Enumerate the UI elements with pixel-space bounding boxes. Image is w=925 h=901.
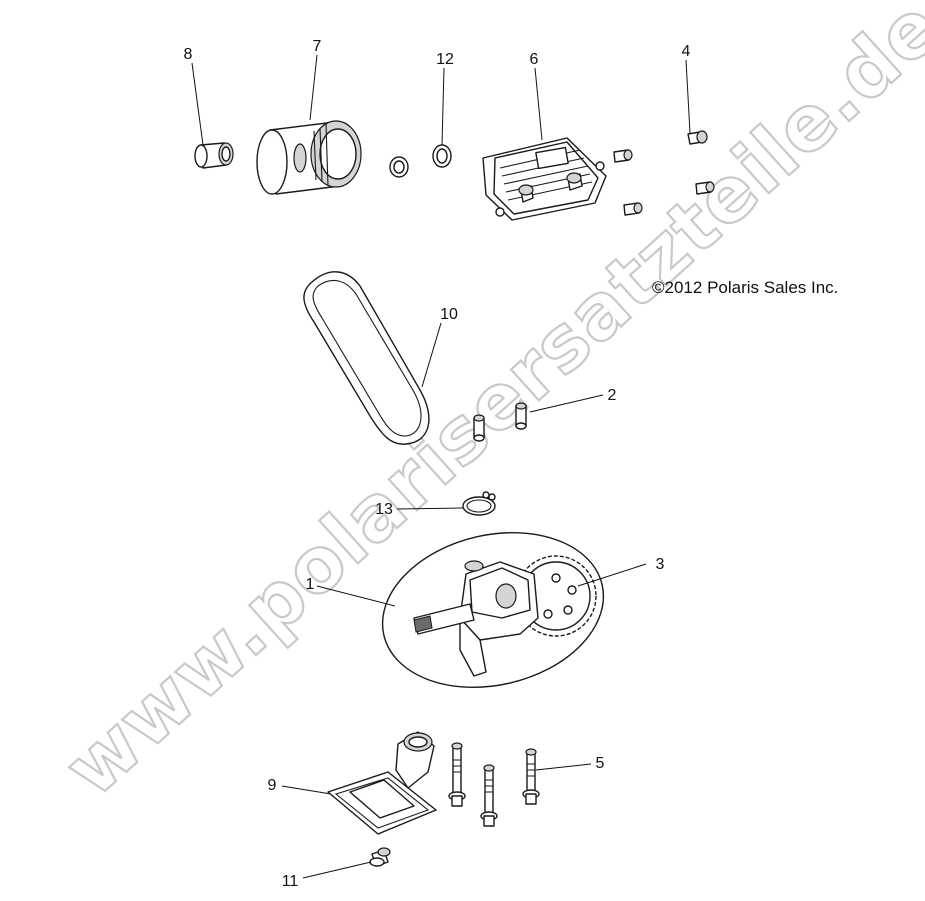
cooler-fitting-right [566, 172, 583, 191]
screw-c [695, 181, 715, 195]
callout-labels: 8 7 12 6 4 10 2 13 3 1 5 9 11 [184, 38, 691, 890]
screw-a [613, 149, 633, 163]
dowel-pin-right [515, 402, 527, 430]
callout-3: 3 [656, 556, 665, 573]
callout-10: 10 [440, 306, 458, 323]
flange-bolt-c [522, 748, 540, 805]
dowel-pin-left [473, 414, 485, 442]
flange-bolt-b [480, 764, 498, 827]
callout-4: 4 [682, 43, 691, 60]
callout-8: 8 [184, 46, 193, 63]
part-7-oil-filter [256, 120, 362, 195]
callout-9: 9 [268, 777, 277, 794]
callout-1: 1 [306, 576, 315, 593]
part-11-drain-bolt [369, 847, 391, 867]
part-13-snap-ring [462, 491, 496, 516]
callout-7: 7 [313, 38, 322, 55]
part-1-oil-pump-assembly [381, 532, 605, 688]
part-9-oil-strainer [327, 731, 437, 835]
watermark: www.polarisersatzteile.de [46, 0, 925, 814]
screw-b [623, 202, 643, 216]
callout-6: 6 [530, 51, 539, 68]
flange-bolt-a [448, 742, 466, 807]
part-12-o-ring [432, 144, 452, 168]
part-10-belt [303, 271, 430, 445]
callout-12: 12 [436, 51, 454, 68]
cooler-screws [613, 149, 715, 216]
callout-2: 2 [608, 387, 617, 404]
part-2-dowel-pins [473, 402, 527, 442]
part-5-flange-bolts [448, 742, 540, 827]
small-o-ring [389, 156, 409, 178]
copyright-notice: ©2012 Polaris Sales Inc. [652, 278, 838, 297]
part-4-bolt [687, 130, 708, 145]
part-8-sleeve [194, 142, 234, 169]
callout-13: 13 [375, 501, 393, 518]
leader-lines [191, 54, 691, 879]
part-6-oil-cooler [482, 137, 607, 221]
callout-11: 11 [282, 873, 299, 890]
cooler-fitting-left [518, 184, 534, 203]
callout-5: 5 [596, 755, 605, 772]
watermark-text: www.polarisersatzteile.de [47, 0, 925, 813]
